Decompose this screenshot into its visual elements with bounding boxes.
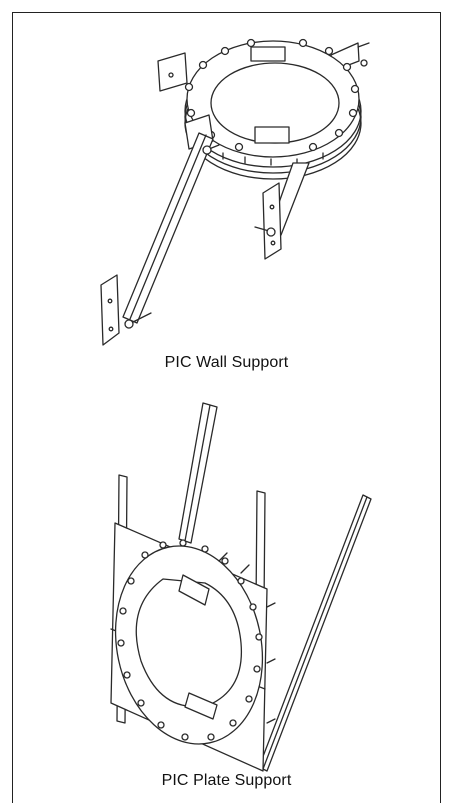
plate-support-drawing [110, 402, 372, 772]
wall-support-caption: PIC Wall Support [164, 354, 289, 371]
opening-tab-top [178, 574, 210, 606]
figure-frame: PIC Wall Support [12, 12, 441, 803]
bolt-ends [222, 152, 324, 166]
wall-support-drawing [100, 38, 370, 346]
plate-bolts [117, 539, 263, 741]
plate-support-caption: PIC Plate Support [161, 772, 292, 789]
left-tab [157, 52, 188, 92]
right-wall-bracket [262, 182, 282, 260]
left-wall-bracket [100, 274, 120, 346]
edge-bolts [218, 552, 276, 724]
opening-tab-bottom [184, 692, 218, 720]
flange-plate-bottom [254, 126, 290, 144]
flange-plate-top [250, 46, 286, 62]
